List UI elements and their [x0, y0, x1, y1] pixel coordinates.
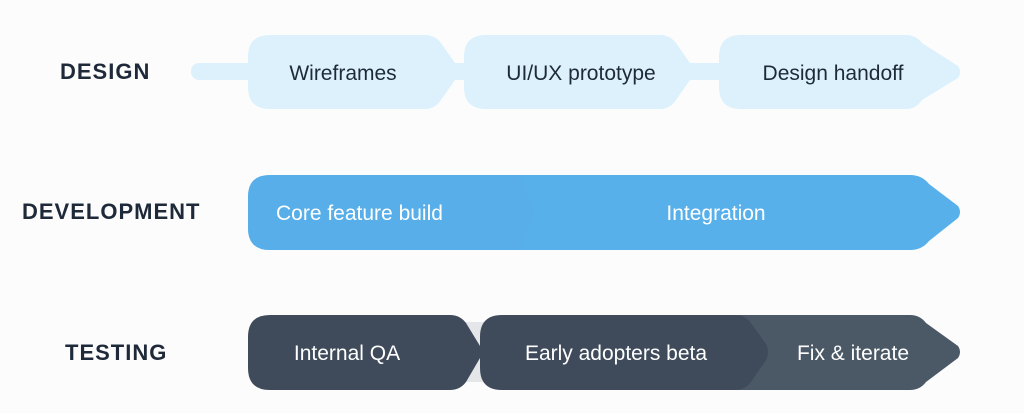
step-ui-ux-prototype[interactable] [464, 35, 692, 109]
step-fix-and-iterate[interactable] [720, 315, 960, 390]
step-early-adopters-beta[interactable] [480, 315, 768, 390]
step-internal-qa[interactable] [248, 315, 482, 390]
step-design-handoff[interactable] [719, 35, 960, 109]
lane-label-development: DEVELOPMENT [22, 199, 201, 224]
step-label-fix-and-iterate: Fix & iterate [797, 342, 909, 365]
lane-testing: Internal QA Early adopters beta Fix & it… [248, 315, 960, 390]
step-core-feature-build[interactable] [248, 175, 535, 250]
lane-development: Core feature build Integration [248, 175, 960, 250]
step-label-internal-qa: Internal QA [294, 342, 400, 365]
lane-label-testing: TESTING [65, 340, 168, 365]
lane-design: Wireframes UI/UX prototype Design handof… [191, 35, 960, 109]
step-wireframes[interactable] [248, 35, 457, 109]
step-label-design-handoff: Design handoff [763, 62, 904, 85]
step-label-early-adopters-beta: Early adopters beta [525, 342, 707, 365]
step-label-core-feature-build: Core feature build [276, 202, 443, 225]
lane-label-design: DESIGN [60, 59, 151, 84]
step-label-integration: Integration [666, 202, 765, 225]
step-label-ui-ux-prototype: UI/UX prototype [506, 62, 655, 85]
step-label-wireframes: Wireframes [289, 62, 396, 85]
